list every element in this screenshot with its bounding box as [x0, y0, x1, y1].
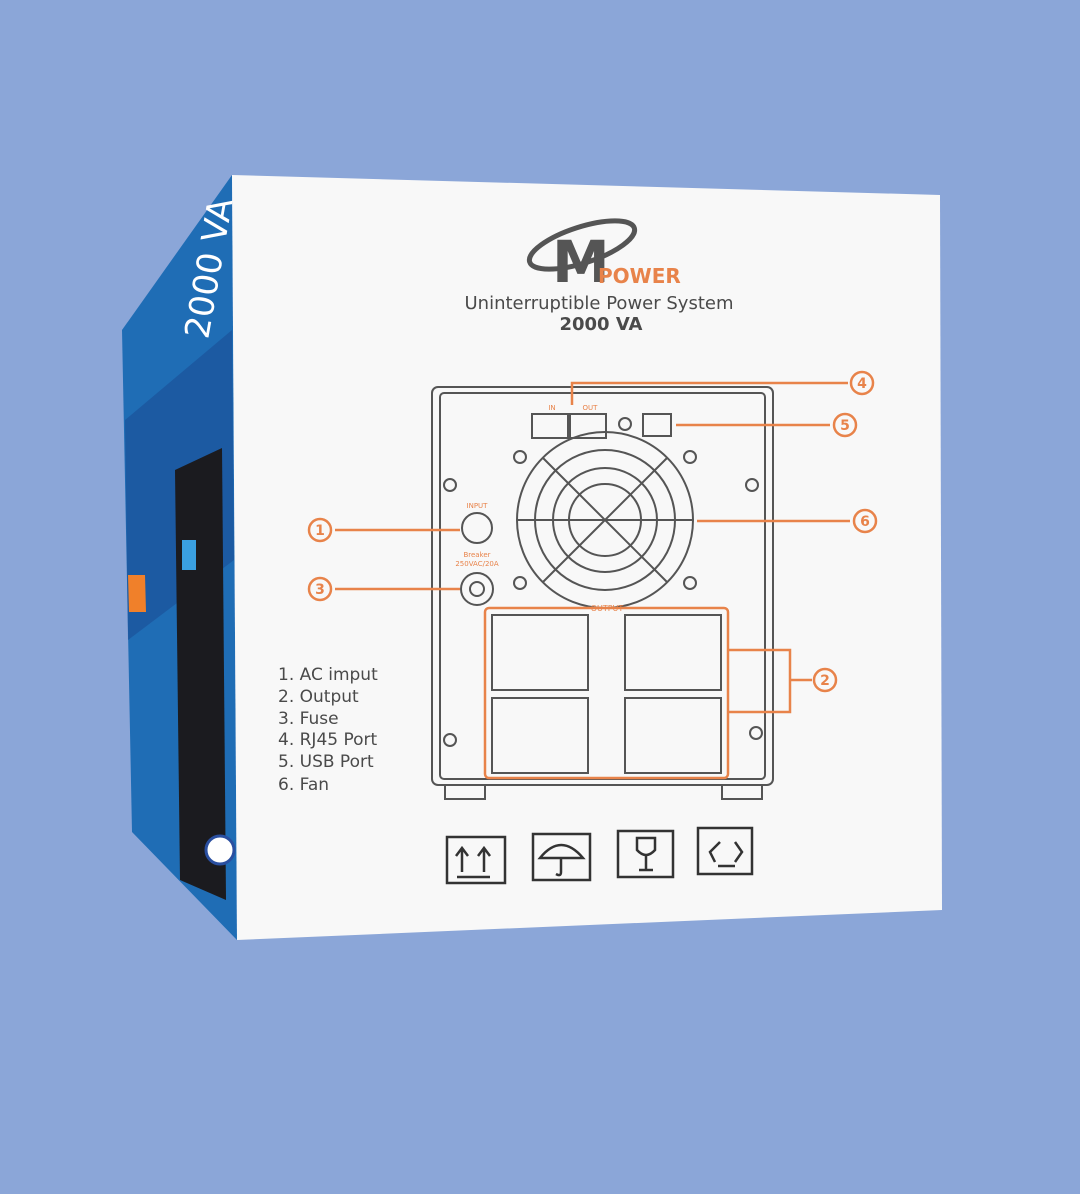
svg-text:2: 2: [820, 673, 830, 689]
recycle-icon: [696, 826, 754, 876]
fuse: [460, 572, 494, 606]
svg-text:2. Output: 2. Output: [278, 687, 359, 707]
ups-unit-image: [175, 448, 226, 900]
product-title: Uninterruptible Power System: [465, 293, 734, 314]
seal-icon: [204, 834, 236, 866]
svg-text:POWER: POWER: [598, 264, 681, 288]
svg-text:1: 1: [315, 523, 325, 539]
svg-text:Breaker: Breaker: [463, 551, 490, 559]
box-side-face: 2000 VA: [122, 175, 241, 940]
svg-text:IN: IN: [548, 404, 555, 412]
fan-grille: [516, 431, 694, 609]
svg-text:INPUT: INPUT: [467, 502, 489, 510]
svg-text:4: 4: [857, 376, 867, 392]
fragile-icon: [616, 829, 675, 879]
brand-logo: M POWER: [526, 218, 681, 296]
svg-text:OUT: OUT: [583, 404, 599, 412]
svg-text:3. Fuse: 3. Fuse: [278, 709, 339, 729]
callouts: 1 2 3 4 5 6: [307, 370, 878, 714]
svg-text:5. USB Port: 5. USB Port: [278, 752, 374, 772]
svg-text:6. Fan: 6. Fan: [278, 775, 329, 795]
svg-text:5: 5: [840, 418, 850, 434]
usb-port: [642, 413, 672, 437]
output-sockets: [491, 614, 722, 774]
output-group: [483, 606, 730, 780]
svg-text:M: M: [552, 228, 610, 296]
this-side-up-icon: [445, 835, 507, 885]
svg-text:3: 3: [315, 582, 325, 598]
ac-input: [461, 512, 493, 544]
rj45-ports: IN OUT: [531, 404, 607, 439]
svg-text:6: 6: [860, 514, 870, 530]
ups-back-panel-diagram: IN OUT INPUT Breaker 250VAC/20A OUTPUT: [431, 386, 774, 800]
svg-text:OUTPUT: OUTPUT: [591, 604, 624, 613]
product-rating: 2000 VA: [559, 314, 642, 335]
svg-text:250VAC/20A: 250VAC/20A: [455, 560, 499, 568]
orange-badge: [128, 575, 146, 612]
svg-text:4. RJ45 Port: 4. RJ45 Port: [278, 730, 378, 750]
legend-list: 1. AC imput 2. Output 3. Fuse 4. RJ45 Po…: [278, 665, 378, 795]
svg-text:1. AC imput: 1. AC imput: [278, 665, 378, 685]
keep-dry-icon: [531, 832, 592, 882]
